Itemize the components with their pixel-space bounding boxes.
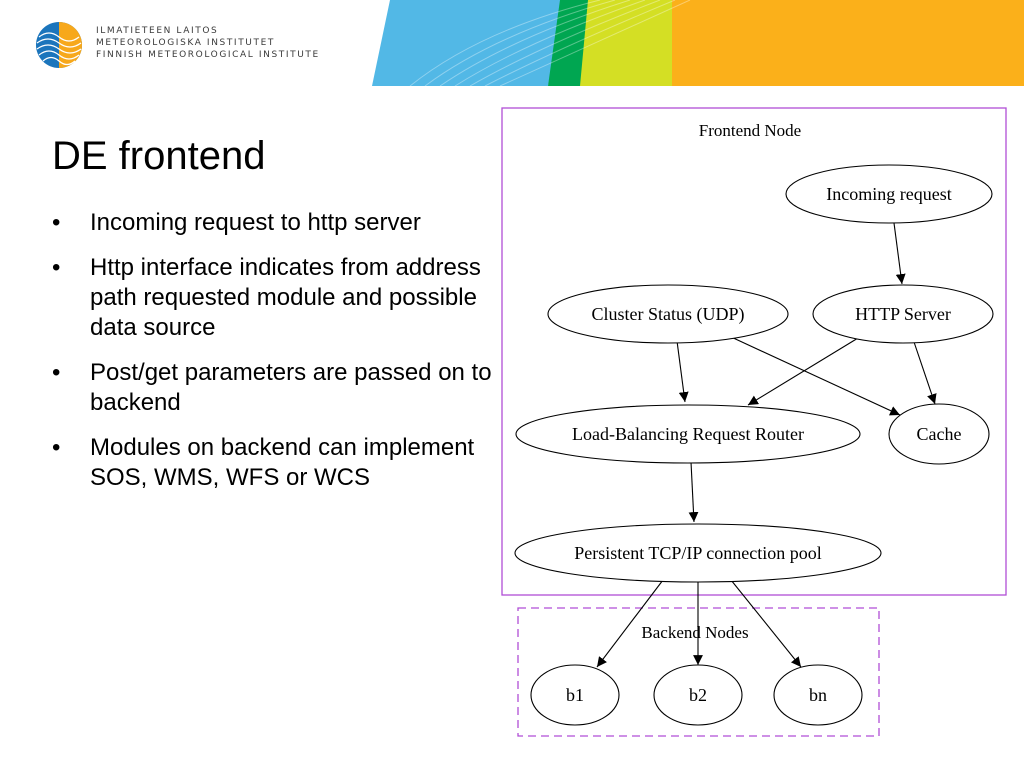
band-stripe-orange [672,0,1024,86]
edge-cluster-lb [676,340,689,403]
node-label-http-server: HTTP Server [855,304,951,324]
fmi-logo-icon [36,22,82,68]
logo-line: FINNISH METEOROLOGICAL INSTITUTE [96,50,320,60]
band-stripe-blue [372,0,565,86]
node-http-server [812,284,994,344]
node-label-b2: b2 [689,685,707,705]
node-lb-router [515,404,861,464]
bullet-dot-icon: • [52,359,61,386]
bullet-list: • Incoming request to http server • Http i… [52,208,502,508]
bullet-dot-icon: • [52,434,61,461]
edge-lb-pool [688,461,699,523]
node-label-cache: Cache [917,424,962,444]
bullet-item: • Incoming request to http server [52,208,502,238]
node-label-connection-pool: Persistent TCP/IP connection pool [574,543,822,563]
node-connection-pool [514,523,882,583]
node-label-cluster-status: Cluster Status (UDP) [592,304,745,325]
bullet-item: • Modules on backend can implement SOS, W… [52,433,502,493]
bullet-dot-icon: • [52,254,61,281]
bullet-text: Post/get parameters are passed on to bac… [90,359,492,416]
bullet-text: Modules on backend can implement SOS, WM… [90,434,475,491]
node-labels: Incoming request HTTP Server Cluster Sta… [566,184,961,705]
nodes [514,164,994,726]
edge-incoming-http [893,222,906,285]
node-cache [888,403,990,465]
backend-cluster-label: Backend Nodes [641,623,748,642]
edge-http-cache [913,341,937,405]
edges [596,222,937,668]
edge-cluster-cache [728,335,901,416]
bullet-item: • Http interface indicates from address p… [52,253,502,343]
backend-cluster [517,607,880,737]
bullet-text: Http interface indicates from address pa… [90,254,481,341]
node-label-lb-router: Load-Balancing Request Router [572,424,804,444]
band-stripe-lime [580,0,672,86]
edge-pool-b1 [596,579,664,668]
frontend-cluster [501,107,1007,596]
node-bn [773,664,863,726]
edge-http-lb [747,334,864,406]
band-stripe-green [548,0,590,86]
header-band [36,0,1024,86]
edge-pool-bn [730,579,802,668]
node-label-b1: b1 [566,685,584,705]
logo-line: ILMATIETEEN LAITOS [96,26,219,36]
node-label-bn: bn [809,685,827,705]
slide-title: DE frontend [52,134,266,178]
bullet-text: Incoming request to http server [90,209,421,236]
logo-text: ILMATIETEEN LAITOS METEOROLOGISKA INSTIT… [96,25,320,61]
logo-line: METEOROLOGISKA INSTITUTET [96,38,275,48]
node-cluster-status [547,284,789,344]
node-label-incoming-request: Incoming request [826,184,951,204]
node-b2 [653,664,743,726]
bullet-dot-icon: • [52,209,61,236]
band-wave-lines [409,0,691,86]
bullet-item: • Post/get parameters are passed on to ba… [52,358,502,418]
frontend-cluster-label: Frontend Node [699,121,801,140]
node-b1 [530,664,620,726]
node-incoming-request [785,164,993,224]
